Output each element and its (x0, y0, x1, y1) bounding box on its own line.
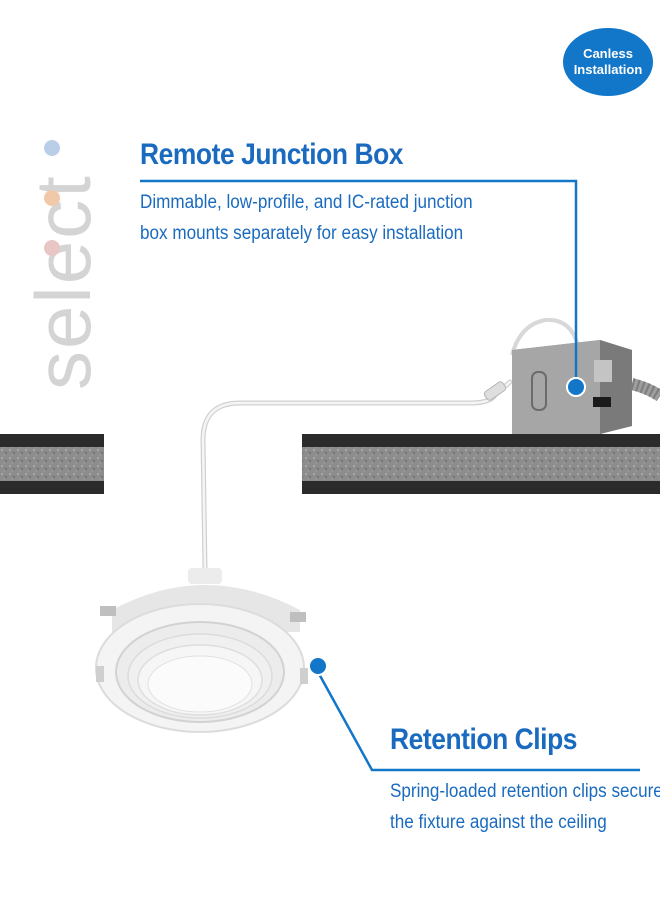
junction-callout-line (140, 179, 578, 384)
junction-title: Remote Junction Box (140, 138, 404, 171)
junction-description: Dimmable, low-profile, and IC-rated junc… (140, 187, 473, 249)
brand-wordmark-text: select (19, 174, 107, 390)
pointer-dot-icon (308, 656, 328, 676)
brand-logo-svg: select (19, 140, 107, 390)
box-cable-loop (510, 317, 580, 356)
junction-desc-line-2: box mounts separately for easy installat… (140, 223, 464, 244)
brand-dot-2 (44, 190, 60, 206)
badge-line-1: Canless (583, 46, 633, 61)
ceiling-right (302, 434, 660, 494)
clips-desc-line-2: the fixture against the ceiling (390, 812, 607, 833)
led-fixture (95, 568, 308, 733)
brand-dot-3 (44, 240, 60, 256)
brand-wordmark: select (18, 40, 108, 400)
junction-box (512, 340, 660, 434)
canless-installation-badge: Canless Installation (563, 28, 653, 96)
clips-description: Spring-loaded retention clips secure the… (390, 776, 660, 838)
junction-desc-line-1: Dimmable, low-profile, and IC-rated junc… (140, 192, 473, 213)
cable-connector (483, 381, 507, 401)
badge-line-2: Installation (573, 62, 643, 77)
clips-title: Retention Clips (390, 723, 578, 756)
clips-desc-line-1: Spring-loaded retention clips secure (390, 781, 660, 802)
pointer-dot-icon (566, 377, 586, 397)
ceiling-left (0, 434, 104, 494)
brand-dot-1 (44, 140, 60, 156)
